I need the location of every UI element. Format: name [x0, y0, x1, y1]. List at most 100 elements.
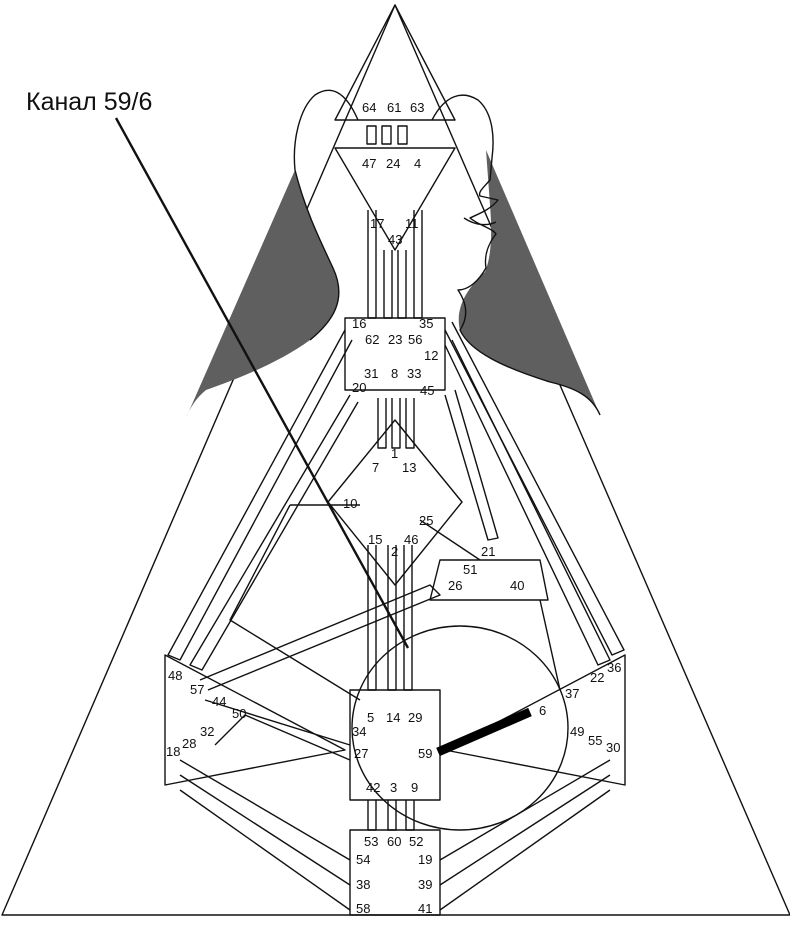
gate-label: 41 [418, 901, 432, 916]
gate-label: 36 [607, 660, 621, 675]
gate-label: 45 [420, 383, 434, 398]
gate-label: 55 [588, 733, 602, 748]
channel-58-18 [179, 789, 351, 911]
gate-label: 8 [391, 366, 398, 381]
highlight-circle [351, 625, 569, 831]
gate-label: 14 [386, 710, 400, 725]
gate-label: 13 [402, 460, 416, 475]
channel-43-23-right [397, 250, 407, 319]
gate-label: 4 [414, 156, 421, 171]
gate-label: 32 [200, 724, 214, 739]
gate-label: 56 [408, 332, 422, 347]
channel-46-29 [403, 545, 413, 691]
gate-label: 17 [370, 216, 384, 231]
gate-label: 50 [232, 706, 246, 721]
gate-label: 44 [212, 694, 226, 709]
gate-label: 35 [419, 316, 433, 331]
gate-label: 53 [364, 834, 378, 849]
gate-label: 40 [510, 578, 524, 593]
gate-numbers: 64 61 63 47 24 4 17 43 11 16 35 62 23 56… [166, 100, 621, 916]
sacral-center [349, 689, 441, 801]
gate-label: 60 [387, 834, 401, 849]
channel-33-13 [405, 398, 415, 449]
gate-label: 62 [365, 332, 379, 347]
channel-44-26 [204, 699, 351, 746]
gate-label: 15 [368, 532, 382, 547]
head-outline [293, 89, 359, 341]
channel-39-55 [439, 774, 611, 886]
channel-45-21 [444, 389, 499, 541]
channel-35-36 [444, 321, 625, 656]
gate-label: 2 [391, 544, 398, 559]
gate-label: 28 [182, 736, 196, 751]
gate-label: 46 [404, 532, 418, 547]
channel-9-52 [405, 800, 415, 831]
gate-label: 33 [407, 366, 421, 381]
right-shoulder-shade [458, 150, 600, 415]
gate-label: 38 [356, 877, 370, 892]
channel-61-24 [397, 125, 408, 145]
ajna-center [334, 147, 456, 251]
gate-label: 58 [356, 901, 370, 916]
face-outline [431, 94, 601, 416]
gate-label: 49 [570, 724, 584, 739]
gate-label: 61 [387, 100, 401, 115]
gate-label: 64 [362, 100, 376, 115]
gate-label: 51 [463, 562, 477, 577]
left-shoulder-shade [186, 170, 339, 418]
gate-label: 10 [343, 496, 357, 511]
gate-label: 37 [565, 686, 579, 701]
gate-label: 22 [590, 670, 604, 685]
gate-label: 12 [424, 348, 438, 363]
head-center [334, 4, 456, 121]
root-center [349, 829, 441, 916]
heart-center [429, 559, 549, 601]
gate-label: 5 [367, 710, 374, 725]
channel-40-37 [539, 599, 561, 691]
gate-label: 9 [411, 780, 418, 795]
gate-label: 20 [352, 380, 366, 395]
channel-38-28 [179, 774, 351, 886]
channel-12-22 [444, 339, 611, 666]
channel-50-27 [214, 714, 351, 761]
gate-label: 16 [352, 316, 366, 331]
channel-54-32 [179, 759, 351, 861]
gate-label: 27 [354, 746, 368, 761]
channel-42-53 [367, 800, 377, 831]
gate-label: 54 [356, 852, 370, 867]
channel-10-34 [229, 504, 361, 701]
channel-63-4 [366, 125, 377, 145]
gate-label: 19 [418, 852, 432, 867]
solar-plexus-center [444, 654, 626, 786]
channel-26-44 [199, 584, 441, 691]
gate-label: 59 [418, 746, 432, 761]
gate-label: 42 [366, 780, 380, 795]
channel-16-48 [167, 329, 353, 661]
gate-label: 18 [166, 744, 180, 759]
channel-31-7 [377, 398, 387, 449]
channel-59-6-highlight [436, 707, 532, 757]
gate-label: 31 [364, 366, 378, 381]
callout-pointer-line [114, 117, 410, 649]
gate-label: 47 [362, 156, 376, 171]
channel-41-30 [439, 789, 611, 911]
gate-label: 57 [190, 682, 204, 697]
gate-label: 7 [372, 460, 379, 475]
gate-label: 48 [168, 668, 182, 683]
gate-label: 63 [410, 100, 424, 115]
gate-label: 29 [408, 710, 422, 725]
channel-20-57 [189, 394, 359, 671]
gate-label: 25 [419, 513, 433, 528]
gate-label: 52 [409, 834, 423, 849]
gate-label: 3 [390, 780, 397, 795]
channel-64-47 [381, 125, 392, 145]
gate-label: 21 [481, 544, 495, 559]
gate-label: 43 [388, 232, 402, 247]
gate-label: 34 [352, 724, 366, 739]
gate-label: 24 [386, 156, 400, 171]
channel-43-23-left [383, 250, 393, 319]
gate-label: 11 [405, 216, 419, 231]
spleen-center [164, 654, 346, 786]
